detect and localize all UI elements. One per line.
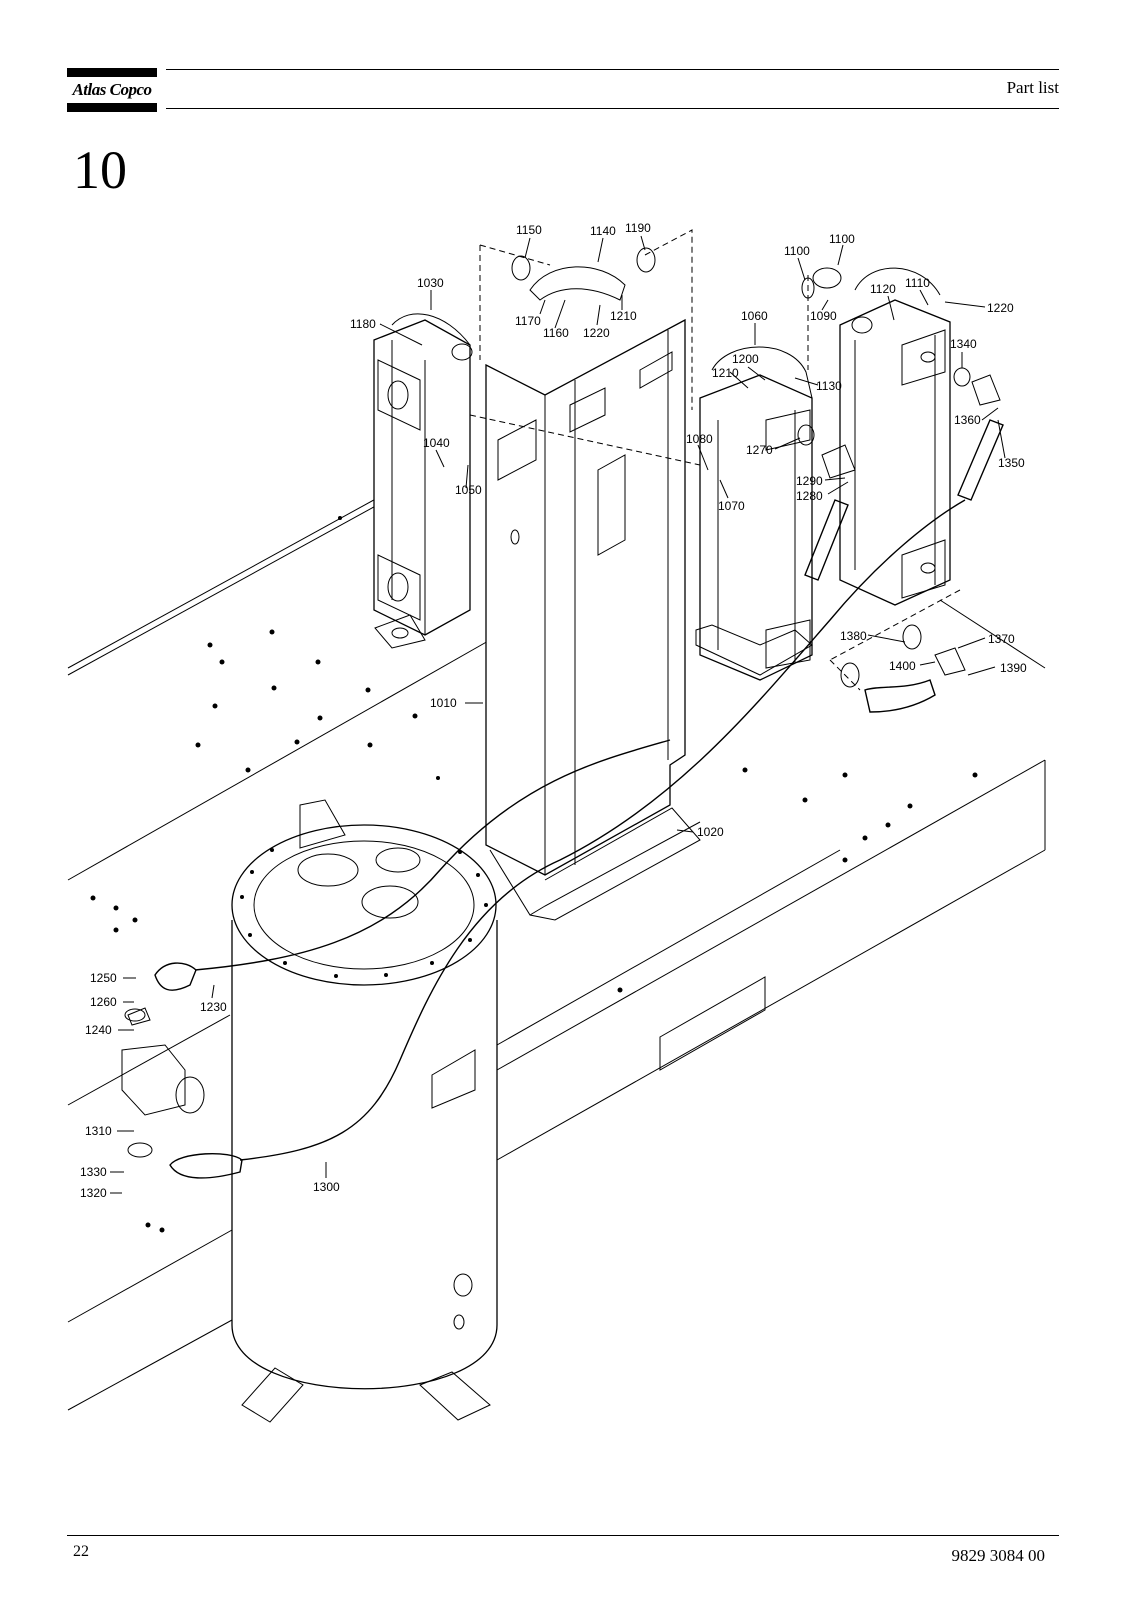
callout: 1320 [80, 1186, 107, 1200]
callout: 1170 [515, 314, 541, 328]
callout: 1060 [741, 309, 768, 323]
central-column [485, 318, 701, 921]
callout: 1380 [840, 629, 867, 643]
document-number: 9829 3084 00 [951, 1546, 1046, 1565]
callout: 1200 [732, 352, 759, 366]
atlas-copco-logo: Atlas Copco [67, 68, 157, 112]
callout: 1190 [625, 221, 651, 235]
callout: 1290 [796, 474, 823, 488]
callout: 1150 [516, 223, 542, 237]
callout: 1010 [430, 696, 457, 710]
callout: 1240 [85, 1023, 112, 1037]
callout: 1350 [998, 456, 1025, 470]
callout: 1160 [543, 326, 569, 340]
small-parts [127, 247, 1001, 1026]
callout: 1400 [889, 659, 916, 673]
exploded-dash-lines [469, 229, 961, 691]
callout: 1050 [455, 483, 482, 497]
header-rule-bottom [166, 108, 1059, 109]
callout: 1210 [712, 366, 739, 380]
callout: 1330 [80, 1165, 107, 1179]
callout: 1110 [905, 276, 930, 290]
callout: 1020 [697, 825, 724, 839]
callout: 1340 [950, 337, 977, 351]
middle-filter [695, 346, 813, 681]
callout: 1300 [313, 1180, 340, 1194]
callout: 1230 [200, 1000, 227, 1014]
callout: 1310 [85, 1124, 112, 1138]
callout: 1130 [816, 379, 842, 393]
pressure-vessel [231, 799, 498, 1423]
logo-bar-top [67, 68, 157, 77]
left-filter [373, 313, 473, 649]
callout: 1100 [784, 244, 810, 258]
callout: 1100 [829, 232, 855, 246]
callout: 1360 [954, 413, 981, 427]
callout: 1140 [590, 224, 616, 238]
header-title: Part list [1006, 78, 1059, 97]
callout: 1030 [417, 276, 444, 290]
callout: 1270 [746, 443, 773, 457]
callout: 1220 [987, 301, 1014, 315]
callout: 1370 [988, 632, 1015, 646]
logo-wordmark: Atlas Copco [72, 80, 152, 99]
callout: 1210 [610, 309, 637, 323]
callout: 1220 [583, 326, 610, 340]
callout-labels: 1150 1140 1190 1100 1100 1030 1120 1110 … [80, 221, 1027, 1200]
section-number: 10 [73, 140, 127, 200]
footer-rule [67, 1535, 1059, 1536]
base-frame [67, 489, 1046, 1411]
page-number: 22 [73, 1543, 89, 1560]
callout: 1040 [423, 436, 450, 450]
callout: 1280 [796, 489, 823, 503]
hoses [121, 419, 1004, 1179]
callout: 1090 [810, 309, 837, 323]
callout-leaders [110, 235, 1006, 1194]
callout: 1250 [90, 971, 117, 985]
callout: 1120 [870, 282, 896, 296]
header-rule-top [166, 69, 1059, 70]
callout: 1180 [350, 317, 376, 331]
callout: 1390 [1000, 661, 1027, 675]
right-filter [839, 267, 951, 606]
callout: 1070 [718, 499, 745, 513]
logo-bar-bottom [67, 103, 157, 112]
callout: 1260 [90, 995, 117, 1009]
callout: 1080 [686, 432, 713, 446]
